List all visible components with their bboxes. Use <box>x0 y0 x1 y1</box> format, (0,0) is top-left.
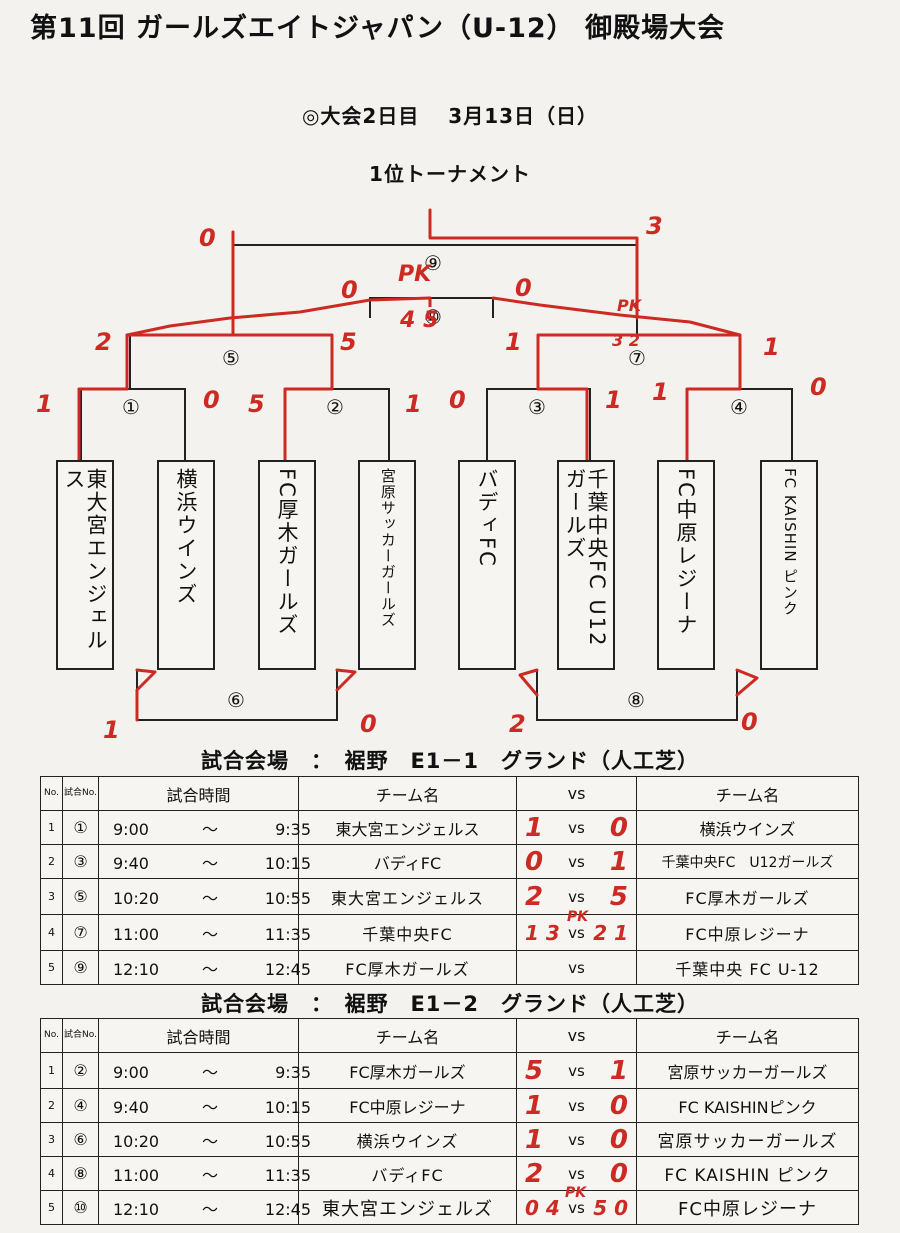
table-row: 5 ⑨ 12:10～12:45 FC厚木ガールズ vs 千葉中央 FC U-12 <box>40 950 859 985</box>
pk-score-m10: 4 5 <box>400 308 439 333</box>
score-m5-right: 5 <box>340 328 357 356</box>
score-m4-left: 1 <box>652 378 669 406</box>
score-m1-right: 0 <box>203 386 220 414</box>
pk-m10: PK <box>398 262 432 287</box>
match-label-6: ⑥ <box>224 690 248 710</box>
pk-m7: PK <box>617 296 642 315</box>
match-label-9: ⑨ <box>421 253 445 273</box>
score-m1-left: 1 <box>36 390 53 418</box>
pk-mark: PK <box>567 909 589 925</box>
table-header-row: No. 試合No. 試合時間 チーム名 vs チーム名 <box>40 1018 859 1053</box>
pk-score-m7: 3 2 <box>612 331 640 350</box>
tournament-type-heading: 1位トーナメント <box>369 162 531 186</box>
match-label-7: ⑦ <box>625 348 649 368</box>
venue-2-title: 試合会場 ： 裾野 E1－2 グランド（人工芝） <box>200 992 700 1016</box>
team-box-nakahara: FC中原レジーナ <box>657 460 715 670</box>
header-vs: vs <box>516 1018 637 1053</box>
team-box-buddy: バディFC <box>458 460 516 670</box>
team-box-yokohama: 横浜ウインズ <box>157 460 215 670</box>
header-vs: vs <box>516 776 637 811</box>
table-header-row: No. 試合No. 試合時間 チーム名 vs チーム名 <box>40 776 859 811</box>
score-m5-left: 2 <box>95 328 112 356</box>
header-time: 試合時間 <box>98 776 299 811</box>
header-no: No. <box>40 776 63 811</box>
score-m9-right: 3 <box>646 212 663 240</box>
score-m2-left: 5 <box>248 390 265 418</box>
schedule-table-venue-2: No. 試合No. 試合時間 チーム名 vs チーム名 1 ② 9:00～9:3… <box>40 1018 859 1225</box>
team-box-atsugi: FC厚木ガールズ <box>258 460 316 670</box>
team-box-miyahara: 宮原サッカーガールズ <box>358 460 416 670</box>
team-box-higashiomiya: 東大宮エンジェルス <box>56 460 114 670</box>
match-label-1: ① <box>119 397 143 417</box>
match-label-5: ⑤ <box>219 348 243 368</box>
header-team2: チーム名 <box>636 1018 859 1053</box>
score-m6-right: 0 <box>360 710 377 738</box>
match-label-8: ⑧ <box>624 690 648 710</box>
pk-mark: PK <box>565 1185 587 1201</box>
match-label-10: ⑩ <box>421 307 445 327</box>
bracket-lines <box>77 208 793 722</box>
score-m8-right: 0 <box>741 708 758 736</box>
score-m7-right: 1 <box>763 333 780 361</box>
score-m2-right: 1 <box>405 390 422 418</box>
score-m10-right: 0 <box>515 274 532 302</box>
score-m9-left: 0 <box>199 224 216 252</box>
match-label-4: ④ <box>727 397 751 417</box>
score-m3-right: 1 <box>605 386 622 414</box>
header-team1: チーム名 <box>298 1018 517 1053</box>
match-label-3: ③ <box>525 397 549 417</box>
score-m8-left: 2 <box>509 710 526 738</box>
team-box-kaishin: FC KAISHIN ピンク <box>760 460 818 670</box>
team-box-chiba-chuo: 千葉中央FC U12ガールズ <box>557 460 615 670</box>
header-match-no: 試合No. <box>62 776 99 811</box>
schedule-table-venue-1: No. 試合No. 試合時間 チーム名 vs チーム名 1 ① 9:00～9:3… <box>40 776 859 985</box>
header-team1: チーム名 <box>298 776 517 811</box>
header-no: No. <box>40 1018 63 1053</box>
page-title: 第11回 ガールズエイトジャパン（U-12） 御殿場大会 <box>30 13 726 44</box>
header-match-no: 試合No. <box>62 1018 99 1053</box>
match-label-2: ② <box>323 397 347 417</box>
score-m3-left: 0 <box>449 386 466 414</box>
score-m4-right: 0 <box>810 373 827 401</box>
score-m6-left: 1 <box>103 716 120 744</box>
venue-1-title: 試合会場 ： 裾野 E1－1 グランド（人工芝） <box>200 749 700 773</box>
score-m7-left: 1 <box>505 328 522 356</box>
header-time: 試合時間 <box>98 1018 299 1053</box>
score-m10-left: 0 <box>341 276 358 304</box>
day-date-line: ◎大会2日目 3月13日（日） <box>301 104 599 128</box>
header-team2: チーム名 <box>636 776 859 811</box>
